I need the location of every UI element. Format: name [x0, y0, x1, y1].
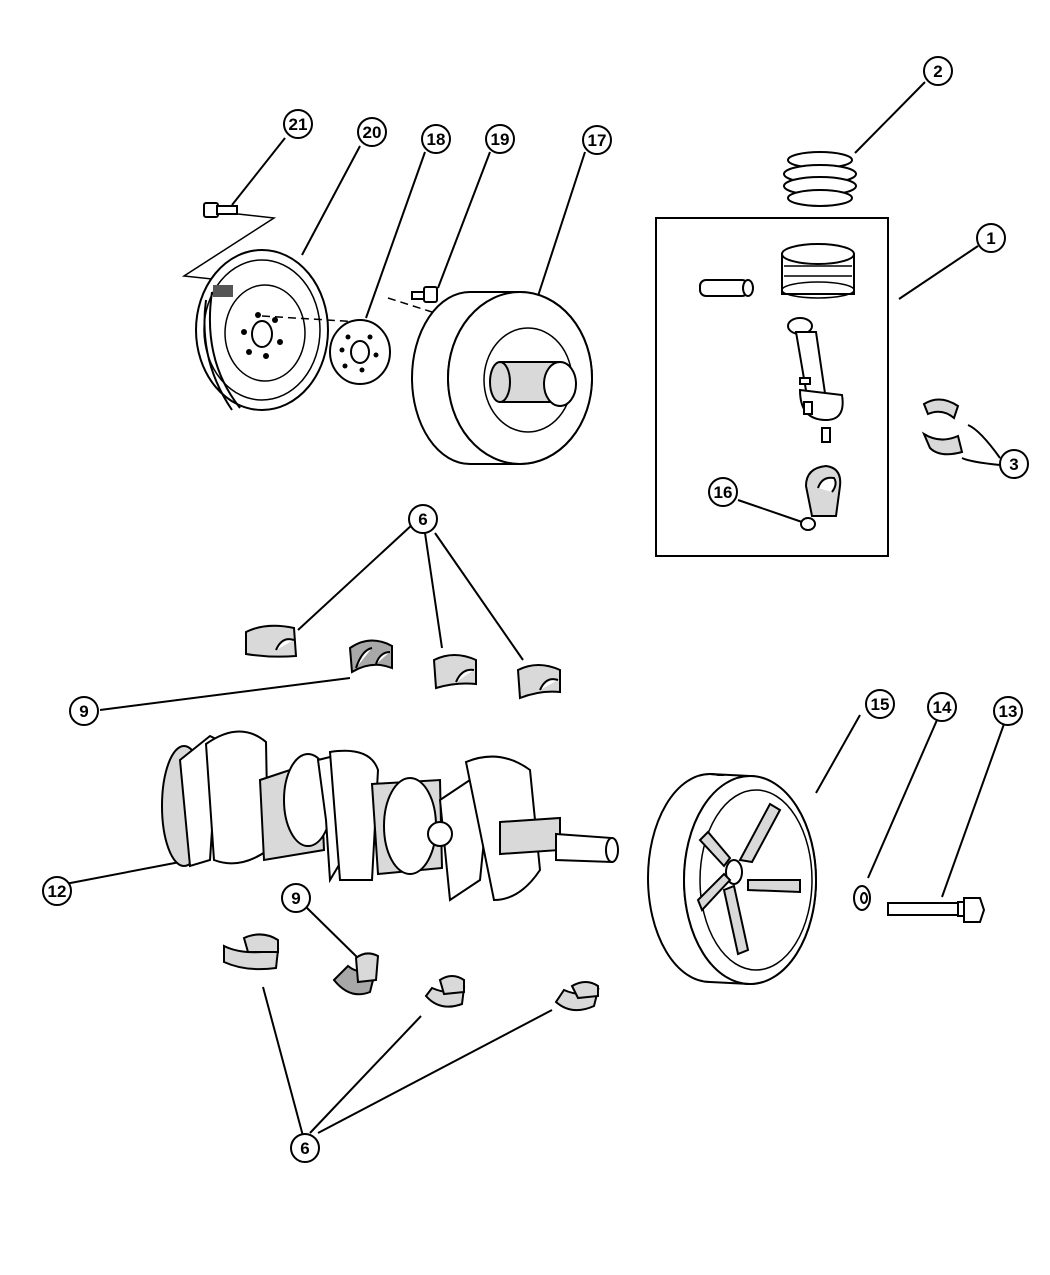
callout-2: 2 [923, 56, 953, 86]
connecting-rod [787, 317, 844, 443]
callout-14: 14 [927, 692, 957, 722]
svg-text:20: 20 [363, 123, 382, 142]
main-bearing-lower-3 [424, 975, 466, 1008]
svg-text:17: 17 [588, 131, 607, 150]
svg-text:15: 15 [871, 695, 890, 714]
svg-text:1: 1 [986, 229, 995, 248]
damper-bolt-13 [887, 897, 986, 923]
callout-9-lower: 9 [281, 883, 311, 913]
svg-text:19: 19 [491, 130, 510, 149]
svg-text:14: 14 [933, 698, 952, 717]
svg-text:16: 16 [714, 483, 733, 502]
svg-text:9: 9 [79, 702, 88, 721]
bolt-19 [411, 286, 438, 303]
flex-plate-20 [181, 213, 329, 411]
callout-6-lower: 6 [290, 1133, 320, 1163]
svg-text:6: 6 [418, 510, 427, 529]
callout-21: 21 [283, 109, 313, 139]
adapter-plate-18 [329, 319, 391, 385]
crankshaft-12 [161, 730, 619, 902]
crankshaft-damper-15 [647, 773, 817, 985]
svg-text:3: 3 [1009, 455, 1018, 474]
main-bearing-upper-4 [516, 664, 561, 700]
piston-pin [699, 279, 754, 297]
washer-14 [853, 885, 871, 911]
callout-12: 12 [42, 876, 72, 906]
main-bearing-9-upper [348, 639, 393, 674]
svg-text:9: 9 [291, 889, 300, 908]
leader-lines [59, 81, 1005, 1137]
svg-text:13: 13 [999, 702, 1018, 721]
bolt-21 [203, 202, 238, 218]
callout-9-upper: 9 [69, 696, 99, 726]
callout-6-upper: 6 [408, 504, 438, 534]
main-bearing-upper-3 [432, 654, 477, 690]
piston [781, 243, 855, 299]
callout-17: 17 [582, 125, 612, 155]
svg-text:21: 21 [289, 115, 308, 134]
main-bearing-lower-4 [554, 981, 600, 1012]
callout-3: 3 [999, 449, 1029, 479]
callout-1: 1 [976, 223, 1006, 253]
svg-text:2: 2 [933, 62, 942, 81]
rod-cap-16 [800, 464, 842, 531]
torque-converter-17 [411, 291, 593, 465]
main-bearing-9-lower [332, 952, 380, 996]
callout-16: 16 [708, 477, 738, 507]
svg-text:18: 18 [427, 130, 446, 149]
main-bearing-upper-1 [245, 624, 298, 658]
svg-text:6: 6 [300, 1139, 309, 1158]
callout-18: 18 [421, 124, 451, 154]
callout-13: 13 [993, 696, 1023, 726]
piston-rings-2 [783, 151, 857, 207]
callout-15: 15 [865, 689, 895, 719]
callout-20: 20 [357, 117, 387, 147]
piston-kit-box [655, 217, 889, 557]
main-bearing-lower-1 [223, 933, 280, 971]
callout-19: 19 [485, 124, 515, 154]
svg-text:12: 12 [48, 882, 67, 901]
rod-bearings-3 [921, 398, 964, 456]
